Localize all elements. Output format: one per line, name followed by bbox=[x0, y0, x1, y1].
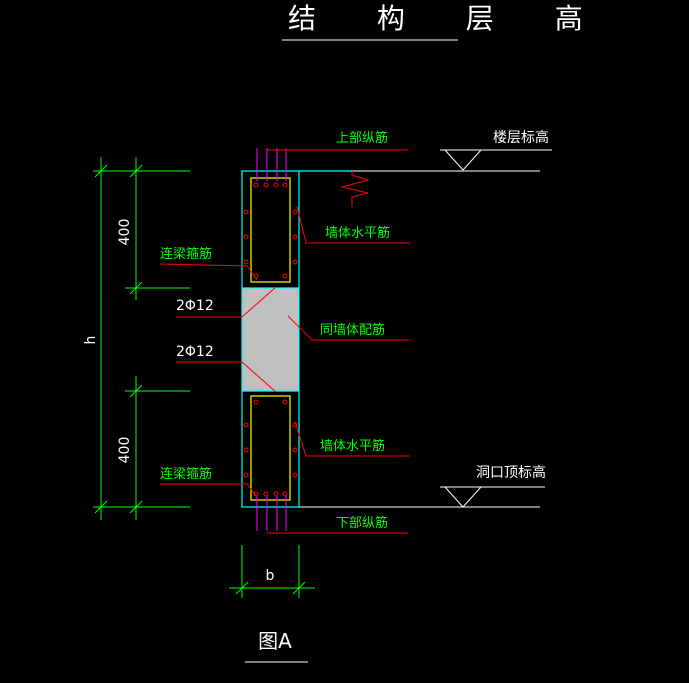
opening-elevation-marker bbox=[444, 486, 482, 508]
top-2phi12-label: 2Φ12 bbox=[176, 298, 214, 314]
top-2phi12-leader bbox=[176, 286, 277, 318]
tick-mark bbox=[129, 164, 143, 178]
top-stirrup bbox=[250, 177, 291, 283]
rebar-dot bbox=[292, 209, 298, 215]
bottom-stirrup-leader bbox=[160, 483, 258, 498]
section-outline bbox=[241, 170, 352, 508]
rebar-dot bbox=[273, 182, 279, 188]
rebar-dot bbox=[253, 182, 259, 188]
same-wall-leader bbox=[287, 315, 410, 341]
diagram-title: 结 构 层 高 bbox=[288, 2, 609, 35]
bottom-protruding-bars bbox=[256, 496, 287, 531]
bottom-wall-horizontal-rebar-label: 墙体水平筋 bbox=[320, 438, 385, 454]
bottom-wall-rebar-leader bbox=[294, 421, 410, 457]
break-line-symbol bbox=[341, 171, 370, 207]
top-wall-horizontal-rebar-label: 墙体水平筋 bbox=[325, 225, 390, 241]
floor-elevation-marker bbox=[444, 149, 482, 171]
rebar-dot bbox=[253, 399, 259, 405]
tick-mark bbox=[94, 164, 108, 178]
elevation-lines bbox=[299, 149, 552, 508]
rebar-dot bbox=[243, 209, 249, 215]
bottom-stirrup bbox=[250, 395, 291, 501]
rebar-dot bbox=[273, 491, 279, 497]
floor-elevation-label: 楼层标高 bbox=[493, 129, 549, 146]
rebar-dot bbox=[282, 273, 288, 279]
bottom-beam-height-label: 400 bbox=[117, 437, 133, 464]
rebar-dot bbox=[243, 234, 249, 240]
rebar-dot bbox=[243, 259, 249, 265]
bottom-rebar-label: 下部纵筋 bbox=[336, 515, 388, 531]
top-beam-height-label: 400 bbox=[117, 219, 133, 246]
rebar-dot bbox=[292, 472, 298, 478]
top-rebar-dots bbox=[243, 182, 298, 279]
rebar-dot bbox=[292, 234, 298, 240]
bottom-2phi12-label: 2Φ12 bbox=[176, 344, 214, 360]
leader-lines bbox=[159, 149, 410, 534]
rebar-dot bbox=[282, 491, 288, 497]
width-dimension bbox=[229, 545, 315, 598]
total-height-label: h bbox=[83, 336, 99, 345]
rebar-dot bbox=[282, 182, 288, 188]
rebar-dot bbox=[243, 422, 249, 428]
tick-mark bbox=[129, 281, 143, 295]
rebar-dot bbox=[263, 182, 269, 188]
opening-top-elevation-label: 洞口顶标高 bbox=[476, 464, 546, 481]
width-label: b bbox=[266, 568, 275, 584]
tick-mark bbox=[129, 384, 143, 398]
rebar-dot bbox=[243, 472, 249, 478]
tick-mark bbox=[292, 581, 306, 595]
top-link-beam-stirrup-label: 连梁箍筋 bbox=[160, 246, 212, 262]
tick-mark bbox=[235, 581, 249, 595]
rebar-dot bbox=[282, 399, 288, 405]
same-wall-reinforcement-label: 同墙体配筋 bbox=[320, 322, 385, 338]
wall-infill-region bbox=[242, 288, 299, 391]
link-beam-section bbox=[241, 148, 352, 531]
top-protruding-bars bbox=[256, 148, 287, 181]
bottom-link-beam-stirrup-label: 连梁箍筋 bbox=[160, 466, 212, 482]
rebar-dot bbox=[292, 259, 298, 265]
tick-mark bbox=[129, 500, 143, 514]
rebar-dot bbox=[292, 447, 298, 453]
left-dimension-chain bbox=[93, 157, 190, 520]
top-wall-rebar-leader bbox=[296, 205, 410, 244]
bottom-rebar-dots bbox=[243, 399, 298, 497]
bottom-2phi12-leader bbox=[176, 361, 277, 393]
rebar-dot bbox=[263, 491, 269, 497]
figure-label: 图A bbox=[258, 629, 292, 653]
rebar-dot bbox=[243, 447, 249, 453]
top-stirrup-leader bbox=[159, 263, 258, 281]
top-rebar-label: 上部纵筋 bbox=[336, 130, 388, 146]
tick-mark bbox=[94, 500, 108, 514]
